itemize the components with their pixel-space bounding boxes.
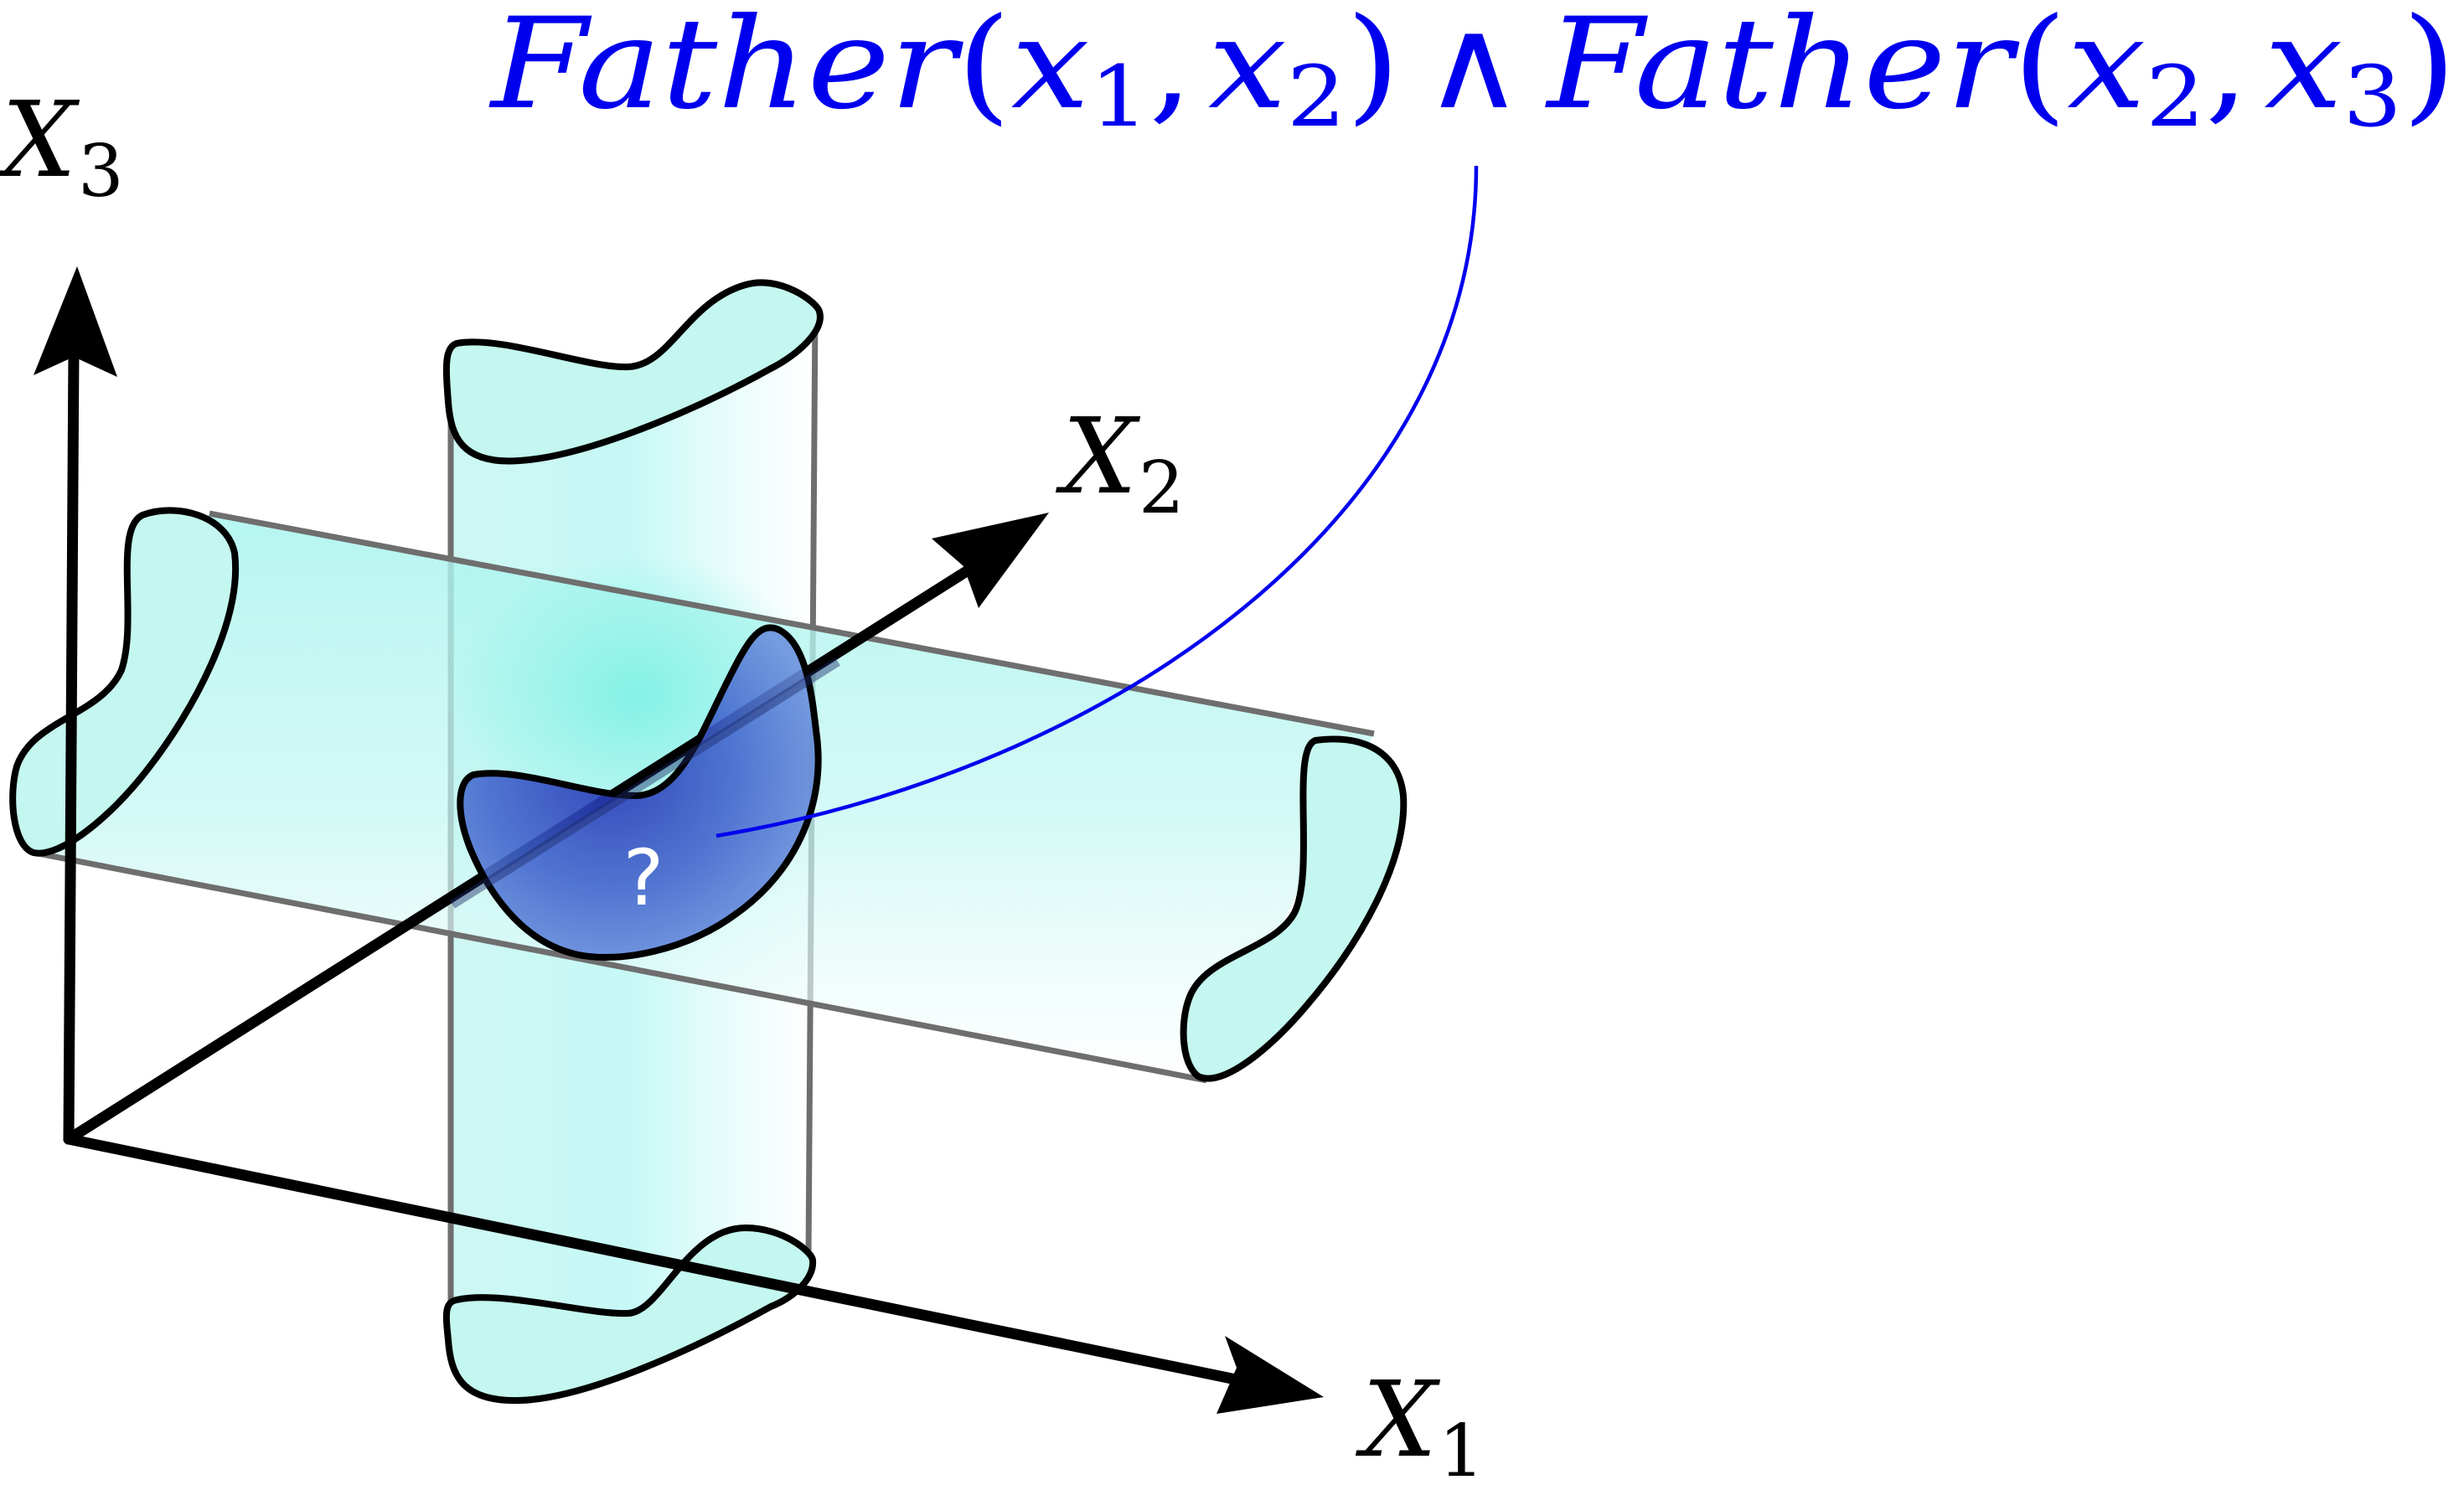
x2-axis-arrowhead (932, 513, 1049, 608)
x1-axis-label: X1 (1355, 1359, 1485, 1485)
formula: Father(x1,x2)∧Father(x2,x3) (488, 0, 2456, 146)
intersection-question-mark: ? (623, 833, 664, 923)
x2-axis-inside-segment (450, 657, 840, 909)
formula-predicate-1: Father (488, 0, 964, 137)
leader-line (715, 165, 1479, 838)
x1-axis-line (63, 1133, 1246, 1386)
horizontal-cylinder-top-edge (209, 510, 1375, 737)
horizontal-cylinder-right-cap (1180, 735, 1408, 1082)
x2-axis-label: X2 (1055, 396, 1185, 530)
x3-axis-arrowhead (34, 266, 117, 377)
x3-axis-label: X3 (0, 80, 124, 214)
x1-axis (63, 1133, 1324, 1414)
intersection-region: ? (450, 624, 840, 961)
formula-predicate-2: Father (1544, 0, 2020, 137)
x3-axis (34, 266, 117, 1145)
x3-axis-line (63, 346, 80, 1145)
formula-conjunction: ∧ (1423, 0, 1525, 137)
intersection-blob (457, 624, 822, 961)
x1-axis-arrowhead (1217, 1336, 1324, 1414)
horizontal-cylinder-bottom-edge (33, 849, 1207, 1084)
vertical-cylinder-top-cap (442, 279, 824, 465)
